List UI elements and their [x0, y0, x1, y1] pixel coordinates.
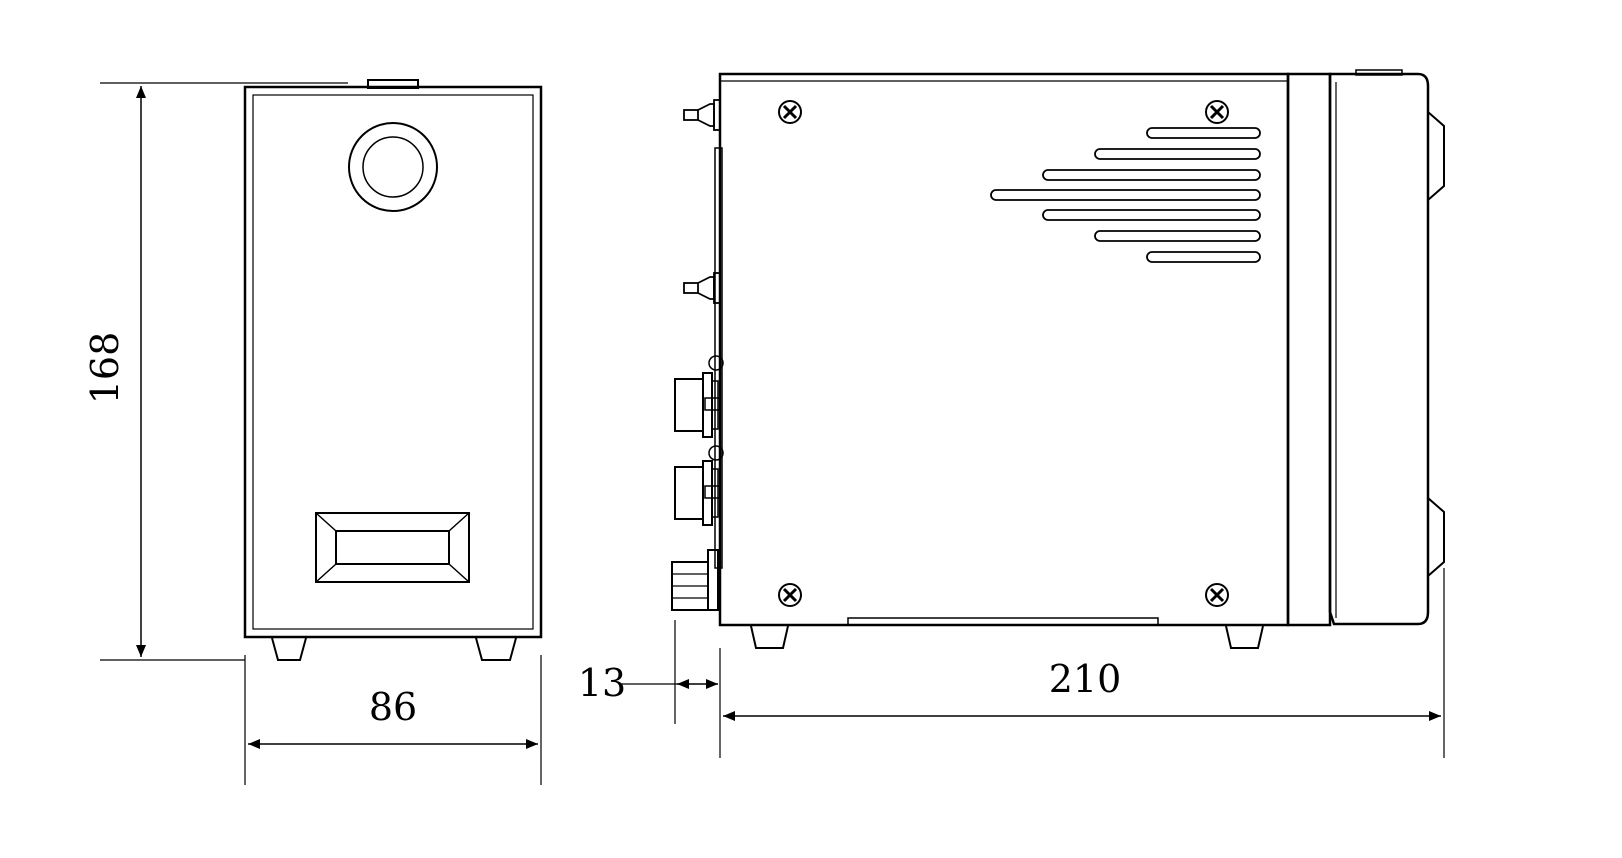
side-view [671, 69, 1445, 649]
side-foot-left [750, 625, 789, 649]
side-foot-right [1225, 625, 1264, 649]
dimension-depth-label: 210 [1049, 657, 1122, 701]
display-window [315, 512, 470, 583]
dimension-protrusion-label: 13 [578, 661, 626, 705]
screw-bottom-right [1205, 583, 1229, 607]
front-foot-left [271, 637, 307, 661]
dimension-depth: 210 [723, 568, 1445, 758]
bottom-rail [847, 617, 1159, 626]
cap-bump-top [1427, 111, 1445, 201]
cap-bump-bottom [1427, 497, 1445, 577]
dimension-height: 168 [83, 82, 348, 661]
fitting-middle [683, 272, 721, 304]
dimension-height-label: 168 [83, 332, 127, 405]
front-foot-right [475, 637, 517, 661]
dimension-width-label: 86 [369, 685, 417, 729]
connector-1 [674, 355, 724, 438]
screw-top-right [1205, 100, 1229, 124]
connector-3 [671, 549, 719, 611]
front-cap [1328, 72, 1430, 626]
round-button-inner [362, 136, 424, 198]
vent-slots [990, 127, 1261, 263]
screw-top-left [778, 100, 802, 124]
dimension-width: 86 [244, 655, 542, 785]
rear-strip [1286, 72, 1332, 627]
side-body [718, 72, 1290, 627]
round-button-outer [348, 122, 438, 212]
front-body-outer [243, 85, 543, 639]
screw-bottom-left [778, 583, 802, 607]
front-view [243, 79, 543, 661]
connector-2 [674, 445, 724, 526]
fitting-top [683, 99, 721, 131]
dimension-protrusion: 13 [578, 620, 721, 758]
front-body-inner [252, 94, 534, 630]
